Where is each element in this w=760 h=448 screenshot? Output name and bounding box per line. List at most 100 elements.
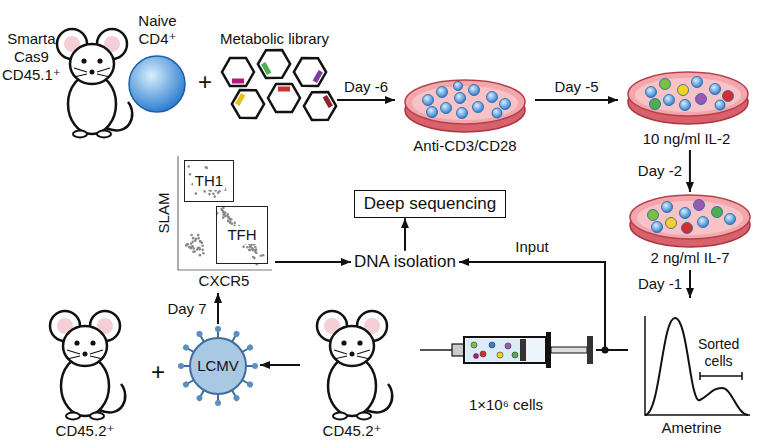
event-dot [199, 254, 202, 257]
gate-box: TH1 [184, 160, 234, 202]
event-dot [212, 192, 215, 195]
node-label: DNA isolation [354, 252, 456, 272]
event-dot [253, 257, 256, 260]
node-label: TH1 [193, 172, 225, 190]
node-label: SLAM [155, 188, 173, 238]
event-dot [246, 246, 249, 249]
naive-cell: Naive CD4⁺ [115, 10, 200, 115]
event-dot [188, 246, 191, 249]
event-dot [190, 234, 193, 237]
infected-mouse: CD45.2⁺ [32, 305, 138, 445]
node-label: CD45.2⁺ [32, 422, 138, 440]
event-dot [199, 241, 202, 244]
event-dot [233, 222, 236, 225]
flow-arrow [459, 262, 628, 350]
syringe: 1×10⁶ cells [416, 322, 596, 414]
sort-histogram [645, 316, 750, 415]
plus-sign: + [149, 358, 167, 387]
plus-sign: + [196, 68, 214, 97]
step-label: Day 7 [165, 300, 208, 318]
event-dots [185, 165, 264, 265]
event-dot [189, 173, 192, 176]
event-dot [260, 254, 263, 257]
event-dot [231, 222, 234, 225]
node-label: Smarta Cas9 CD45.1⁺ [2, 30, 61, 84]
event-dot [197, 237, 200, 240]
event-dot [187, 165, 190, 168]
flow-arrow [689, 270, 691, 298]
event-dot [201, 244, 204, 247]
node-label: Ametrine [628, 419, 755, 437]
event-dot [255, 251, 258, 254]
flow-arrow [337, 99, 395, 101]
node-label: Deep sequencing [364, 194, 496, 214]
recipient-mouse: CD45.2⁺ [300, 305, 404, 445]
culture-dish [405, 80, 525, 132]
culture-dish: Anti-CD3/CD28 [395, 72, 535, 157]
infected-mouse-drawing [50, 311, 125, 420]
culture-dish: 2 ng/ml IL-7 [625, 192, 755, 270]
step-label: Day -5 [552, 78, 600, 96]
event-dot [262, 254, 265, 257]
flow-arrow [535, 99, 618, 101]
event-dot [208, 193, 211, 196]
event-dot [202, 252, 205, 255]
metabolic-library: Metabolic library [212, 28, 337, 123]
event-dot [230, 218, 233, 221]
step-text: DNA isolation [351, 251, 459, 273]
event-dot [222, 216, 225, 219]
node-label: TFH [225, 226, 258, 244]
flow-arrow [689, 150, 691, 192]
event-dot [195, 192, 198, 195]
node-label: LCMV [176, 357, 260, 375]
flow-arrow [404, 218, 406, 251]
node-label: 10 ng/ml IL-2 [618, 130, 755, 148]
step-label: Day -2 [636, 162, 684, 180]
event-dot [192, 237, 195, 240]
event-dot [254, 246, 257, 249]
node-label: Sorted cells [698, 336, 739, 370]
event-dot [228, 216, 231, 219]
event-dot [192, 247, 195, 250]
recipient-mouse-drawing [317, 311, 392, 420]
event-dot [199, 240, 202, 243]
event-dot [185, 243, 188, 246]
flow-arrow [260, 364, 300, 366]
event-dot [185, 244, 188, 247]
event-dot [205, 166, 208, 169]
library-vectors [222, 43, 340, 127]
event-dot [213, 195, 216, 198]
node-label: Anti-CD3/CD28 [395, 137, 535, 155]
event-dot [249, 245, 252, 248]
node-label: 1×10⁶ cells [416, 396, 596, 414]
gate-box: TFH [216, 206, 268, 264]
event-dot [201, 249, 204, 252]
event-dot [248, 249, 251, 252]
event-dot [226, 213, 229, 216]
step-label: Input [513, 238, 550, 256]
event-dot [203, 190, 206, 193]
node-label: Metabolic library [212, 30, 337, 48]
event-dot [242, 246, 245, 249]
culture-dish: 10 ng/ml IL-2 [618, 62, 755, 150]
flow-plot [178, 156, 272, 270]
event-dot [197, 234, 200, 237]
step-label: Day -1 [636, 275, 684, 293]
event-dot [205, 167, 208, 170]
step-label: Day -6 [342, 78, 390, 96]
process-box: Deep sequencing [354, 190, 506, 218]
event-dot [194, 239, 197, 242]
flow-plot: SLAM CXCR5 TH1TFH [150, 150, 275, 293]
flow-arrow [217, 293, 219, 324]
event-dot [227, 217, 230, 220]
node-label: CXCR5 [170, 272, 278, 290]
event-dot [198, 247, 201, 250]
donor-mouse-drawing [57, 29, 132, 138]
node-label: CD45.2⁺ [300, 422, 404, 440]
node-label: 2 ng/ml IL-7 [625, 249, 755, 267]
event-dot [193, 250, 196, 253]
node-label: Naive CD4⁺ [138, 12, 176, 48]
